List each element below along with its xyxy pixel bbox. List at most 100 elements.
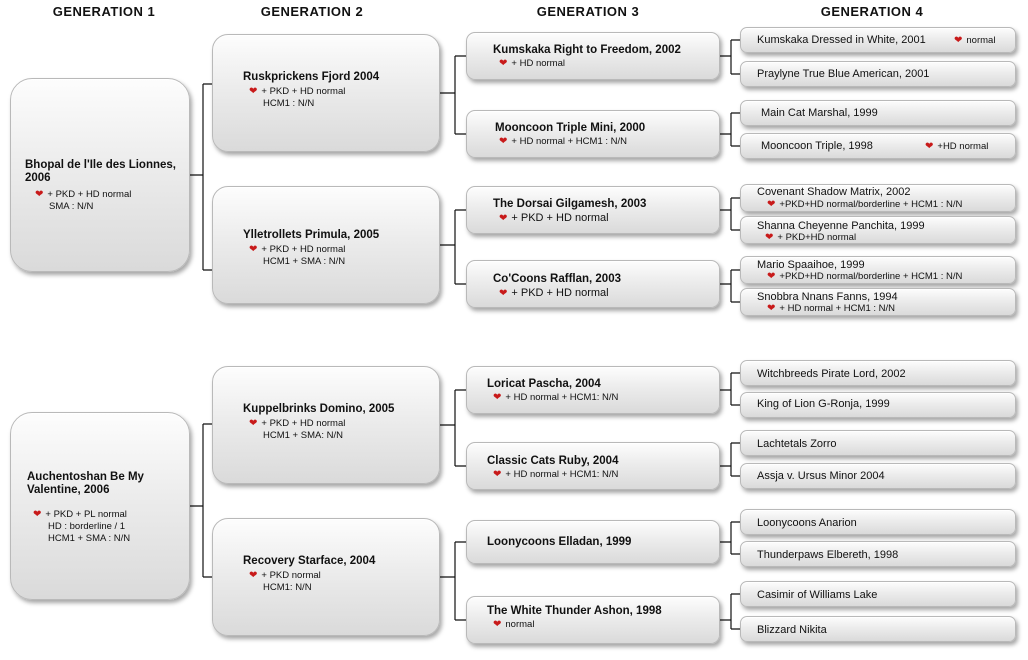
heart-icon: ❤ — [499, 136, 508, 147]
health-line: + HD normal + HCM1: N/N — [505, 392, 619, 403]
connector-gen2-3 — [440, 389, 466, 467]
gen4-cat-11[interactable]: Lachtetals Zorro — [740, 430, 1016, 456]
heart-icon: ❤ — [493, 619, 502, 630]
cat-name: Co'Coons Rafflan, 2003 — [493, 273, 621, 285]
health-line: HCM1 + SMA : N/N — [263, 256, 346, 267]
health-line: + HD normal + HCM1 : N/N — [779, 303, 896, 314]
cat-name: Main Cat Marshal, 1999 — [761, 107, 878, 119]
health-line: HCM1: N/N — [263, 582, 312, 593]
heart-icon: ❤ — [33, 509, 42, 520]
gen4-cat-16[interactable]: Blizzard Nikita — [740, 616, 1016, 642]
heart-icon: ❤ — [767, 271, 776, 282]
cat-name: Blizzard Nikita — [757, 624, 827, 636]
gen3-cat-1[interactable]: Kumskaka Right to Freedom, 2002 ❤+ HD no… — [466, 32, 720, 80]
connector-gen1-2 — [190, 423, 212, 578]
gen4-cat-13[interactable]: Loonycoons Anarion — [740, 509, 1016, 535]
generation-1-header: GENERATION 1 — [52, 4, 156, 19]
gen4-cat-7[interactable]: Mario Spaaihoe, 1999 ❤+PKD+HD normal/bor… — [740, 256, 1016, 284]
gen4-cat-2[interactable]: Praylyne True Blue American, 2001 — [740, 61, 1016, 87]
health-line: HD : borderline / 1 — [48, 521, 126, 532]
gen4-cat-6[interactable]: Shanna Cheyenne Panchita, 1999 ❤+ PKD+HD… — [740, 216, 1016, 244]
health-line: + PKD + HD normal — [511, 287, 609, 299]
gen4-cat-9[interactable]: Witchbreeds Pirate Lord, 2002 — [740, 360, 1016, 386]
connector-gen3-1 — [720, 39, 740, 75]
health-line: + HD normal — [511, 58, 565, 69]
cat-name: Covenant Shadow Matrix, 2002 — [757, 186, 911, 198]
cat-name: Bhopal de l'Ile des Lionnes, — [25, 159, 176, 171]
health-line: + HD normal + HCM1: N/N — [505, 469, 619, 480]
cat-name: Ruskprickens Fjord 2004 — [243, 71, 380, 83]
cat-name-line-2: 2006 — [25, 172, 51, 184]
gen4-cat-14[interactable]: Thunderpaws Elbereth, 1998 — [740, 541, 1016, 567]
gen3-cat-6[interactable]: Classic Cats Ruby, 2004 ❤+ HD normal + H… — [466, 442, 720, 490]
cat-name: Kuppelbrinks Domino, 2005 — [243, 403, 395, 415]
gen3-cat-2[interactable]: Mooncoon Triple Mini, 2000 ❤+ HD normal … — [466, 110, 720, 158]
cat-name: Lachtetals Zorro — [757, 438, 837, 450]
heart-icon: ❤ — [499, 213, 508, 224]
health-line: + PKD + HD normal — [261, 86, 346, 97]
cat-name: Auchentoshan Be My — [27, 471, 144, 483]
gen2-cat-4[interactable]: Recovery Starface, 2004 ❤+ PKD normal HC… — [212, 518, 440, 636]
generation-4-header: GENERATION 4 — [820, 4, 924, 19]
cat-name: Shanna Cheyenne Panchita, 1999 — [757, 220, 925, 232]
gen3-cat-5[interactable]: Loricat Pascha, 2004 ❤+ HD normal + HCM1… — [466, 366, 720, 414]
cat-name: The Dorsai Gilgamesh, 2003 — [493, 198, 647, 210]
connector-gen3-5 — [720, 372, 740, 406]
heart-icon: ❤ — [249, 86, 258, 97]
cat-name: Mooncoon Triple Mini, 2000 — [495, 122, 646, 134]
connector-gen3-3 — [720, 197, 740, 231]
health-line: + PKD normal — [261, 570, 321, 581]
gen3-cat-8[interactable]: The White Thunder Ashon, 1998 ❤normal — [466, 596, 720, 644]
connector-gen3-6 — [720, 442, 740, 477]
gen4-cat-10[interactable]: King of Lion G-Ronja, 1999 — [740, 392, 1016, 418]
health-line: HCM1 : N/N — [263, 98, 315, 109]
cat-name: King of Lion G-Ronja, 1999 — [757, 398, 890, 410]
cat-name: Casimir of Williams Lake — [757, 589, 878, 601]
health-line: + PKD + HD normal — [261, 244, 346, 255]
health-line: HCM1 + SMA : N/N — [48, 533, 131, 544]
gen1-cat-1[interactable]: Bhopal de l'Ile des Lionnes, 2006 ❤+ PKD… — [10, 78, 190, 272]
heart-icon: ❤ — [249, 244, 258, 255]
gen1-cat-2[interactable]: Auchentoshan Be My Valentine, 2006 ❤+ PK… — [10, 412, 190, 600]
gen4-cat-1[interactable]: Kumskaka Dressed in White, 2001 ❤normal — [740, 27, 1016, 53]
cat-name: Ylletrollets Primula, 2005 — [243, 229, 380, 241]
gen3-cat-7[interactable]: Loonycoons Elladan, 1999 — [466, 520, 720, 564]
cat-name: Witchbreeds Pirate Lord, 2002 — [757, 368, 906, 380]
gen2-cat-1[interactable]: Ruskprickens Fjord 2004 ❤+ PKD + HD norm… — [212, 34, 440, 152]
gen4-cat-12[interactable]: Assja v. Ursus Minor 2004 — [740, 463, 1016, 489]
connector-gen3-7 — [720, 521, 740, 555]
health-line: normal — [505, 619, 535, 630]
connector-gen2-1 — [440, 55, 466, 135]
gen4-cat-15[interactable]: Casimir of Williams Lake — [740, 581, 1016, 607]
cat-name: Loricat Pascha, 2004 — [487, 378, 601, 390]
health-line: HCM1 + SMA: N/N — [263, 430, 343, 441]
cat-name: Praylyne True Blue American, 2001 — [757, 68, 930, 80]
heart-icon: ❤ — [499, 58, 508, 69]
cat-name: Mario Spaaihoe, 1999 — [757, 259, 865, 271]
generation-3-header: GENERATION 3 — [536, 4, 640, 19]
cat-name: Assja v. Ursus Minor 2004 — [757, 470, 885, 482]
connector-gen2-2 — [440, 209, 466, 285]
cat-name: Loonycoons Anarion — [757, 517, 857, 529]
health-line: + PKD + HD normal — [47, 189, 132, 200]
health-line: + PKD + HD normal — [511, 212, 609, 224]
gen4-cat-4[interactable]: Mooncoon Triple, 1998 ❤+HD normal — [740, 133, 1016, 159]
health-line: + PKD+HD normal — [777, 232, 857, 243]
gen3-cat-3[interactable]: The Dorsai Gilgamesh, 2003 ❤+ PKD + HD n… — [466, 186, 720, 234]
gen4-cat-3[interactable]: Main Cat Marshal, 1999 — [740, 100, 1016, 126]
gen2-cat-3[interactable]: Kuppelbrinks Domino, 2005 ❤+ PKD + HD no… — [212, 366, 440, 484]
gen4-cat-8[interactable]: Snobbra Nnans Fanns, 1994 ❤+ HD normal +… — [740, 288, 1016, 316]
gen4-cat-5[interactable]: Covenant Shadow Matrix, 2002 ❤+PKD+HD no… — [740, 184, 1016, 212]
cat-name: Snobbra Nnans Fanns, 1994 — [757, 291, 898, 303]
cat-name-line-2: Valentine, 2006 — [27, 484, 110, 496]
health-note: +HD normal — [937, 141, 989, 152]
heart-icon: ❤ — [249, 418, 258, 429]
gen2-cat-2[interactable]: Ylletrollets Primula, 2005 ❤+ PKD + HD n… — [212, 186, 440, 304]
heart-icon: ❤ — [765, 232, 774, 243]
heart-icon: ❤ — [767, 303, 776, 314]
heart-icon: ❤ — [499, 288, 508, 299]
cat-name: Mooncoon Triple, 1998 — [761, 140, 873, 152]
gen3-cat-4[interactable]: Co'Coons Rafflan, 2003 ❤+ PKD + HD norma… — [466, 260, 720, 308]
heart-icon: ❤ — [249, 570, 258, 581]
